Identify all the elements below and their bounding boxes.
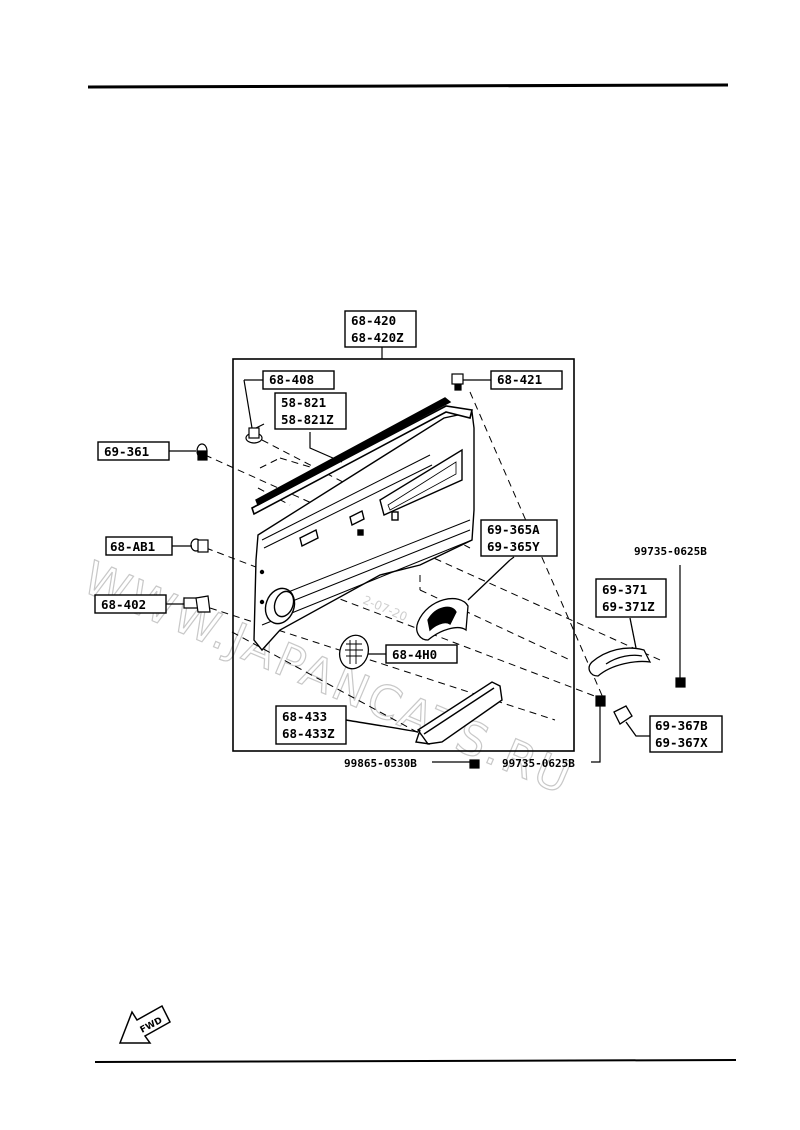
callout-68-ab1: 68-AB1 bbox=[105, 536, 173, 556]
door-trim-panel bbox=[251, 397, 475, 652]
callout-99865: 99865-0530B bbox=[344, 757, 417, 770]
footer-rule bbox=[94, 1059, 737, 1063]
pull-handle-icon bbox=[588, 617, 652, 677]
cap-69-367-icon bbox=[613, 705, 650, 737]
callout-text: 68-420Z bbox=[351, 330, 404, 345]
callout-68-433: 68-433 68-433Z bbox=[275, 705, 347, 745]
callout-text: 99865-0530B bbox=[344, 757, 417, 770]
callout-text: 68-433 bbox=[282, 709, 327, 724]
watermark-date: 2-07-20 bbox=[361, 593, 410, 624]
callout-text: 69-367B bbox=[655, 718, 708, 733]
clip-68-402-icon bbox=[166, 595, 211, 613]
callout-text: 68-420 bbox=[351, 313, 396, 328]
callout-text: 99735-0625B bbox=[502, 757, 575, 770]
callout-text: 99735-0625B bbox=[634, 545, 707, 558]
callout-text: 69-361 bbox=[104, 444, 149, 459]
callout-69-365: 69-365A 69-365Y bbox=[480, 519, 558, 557]
speaker-cover-icon bbox=[338, 634, 386, 670]
callout-69-371: 69-371 69-371Z bbox=[595, 578, 667, 618]
callout-text: 58-821 bbox=[281, 395, 326, 410]
callout-text: 69-371Z bbox=[602, 599, 655, 614]
callout-text: 69-367X bbox=[655, 735, 708, 750]
callout-58-821: 58-821 58-821Z bbox=[274, 392, 347, 430]
clip-68-421-icon bbox=[451, 373, 491, 391]
callout-68-421: 68-421 bbox=[490, 370, 563, 390]
callout-text: 69-371 bbox=[602, 582, 647, 597]
assembly-frame bbox=[232, 358, 575, 752]
armrest-icon bbox=[345, 681, 503, 745]
clip-68-408-icon bbox=[245, 423, 265, 444]
fwd-arrow-icon: FWD bbox=[118, 1004, 171, 1044]
clip-68-ab1-icon bbox=[172, 538, 209, 553]
callout-text: 58-821Z bbox=[281, 412, 334, 427]
callout-text: 69-365Y bbox=[487, 539, 540, 554]
callout-text: 68-433Z bbox=[282, 726, 335, 741]
trim-window-recess bbox=[379, 448, 463, 516]
screw-99735-top-icon bbox=[675, 565, 686, 688]
handle-bezel-icon bbox=[416, 559, 511, 641]
callout-69-367: 69-367B 69-367X bbox=[649, 715, 723, 753]
callout-68-408: 68-408 bbox=[262, 370, 335, 390]
trim-upper-strip bbox=[251, 405, 473, 516]
callout-68-402: 68-402 bbox=[94, 594, 167, 614]
callout-68-420: 68-420 68-420Z bbox=[344, 310, 417, 348]
callout-text: 68-408 bbox=[269, 372, 314, 387]
callout-text: 69-365A bbox=[487, 522, 540, 537]
screw-99865-icon bbox=[432, 759, 480, 769]
callout-text: 68-4H0 bbox=[392, 647, 437, 662]
clip-69-361-icon bbox=[168, 443, 208, 461]
callout-69-361: 69-361 bbox=[97, 441, 170, 461]
leader-lines bbox=[243, 379, 515, 561]
callout-text: 68-421 bbox=[497, 372, 542, 387]
callout-68-4h0: 68-4H0 bbox=[385, 644, 458, 664]
callout-99735-top: 99735-0625B bbox=[634, 545, 707, 558]
callout-99735-bottom: 99735-0625B bbox=[502, 757, 575, 770]
screw-99735-bottom-icon bbox=[591, 695, 606, 763]
header-rule bbox=[87, 83, 729, 89]
callout-text: 68-AB1 bbox=[110, 539, 155, 554]
callout-text: 68-402 bbox=[101, 597, 146, 612]
